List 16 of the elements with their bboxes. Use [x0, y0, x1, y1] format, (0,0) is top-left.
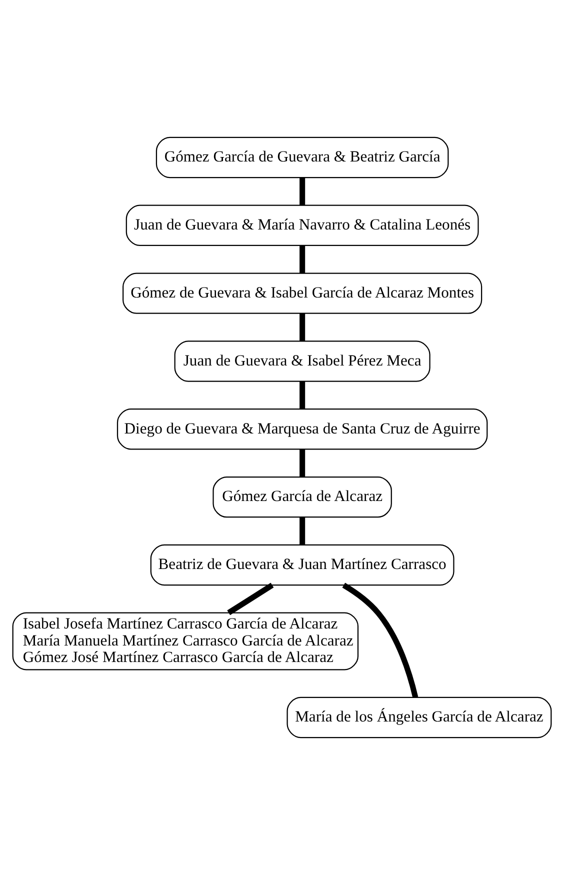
node-box: Gómez García de Guevara & Beatriz García [156, 136, 449, 178]
node-box: Isabel Josefa Martínez Carrasco García de Alcaraz María Manuela Martínez Carrasco García de Alcaraz Gómez José Martínez Carrasco García de Alcaraz [12, 612, 359, 670]
node-box: María de los Ángeles García de Alcaraz [286, 696, 552, 738]
connector [300, 517, 306, 545]
connector [300, 313, 306, 341]
node-box: Gómez García de Alcaraz [212, 476, 392, 518]
node-box: Juan de Guevara & María Navarro & Catalina Leonés [126, 204, 479, 246]
node-box: Diego de Guevara & Marquesa de Santa Cruz de Aguirre [116, 408, 488, 450]
connector [300, 449, 306, 477]
node-box: Gómez de Guevara & Isabel García de Alcaraz Montes [122, 272, 482, 314]
connector [227, 582, 274, 616]
connector [300, 246, 306, 274]
connector [300, 178, 306, 206]
connector [300, 381, 306, 409]
node-box: Beatriz de Guevara & Juan Martínez Carrasco [150, 544, 454, 586]
node-box: Juan de Guevara & Isabel Pérez Meca [174, 340, 430, 382]
